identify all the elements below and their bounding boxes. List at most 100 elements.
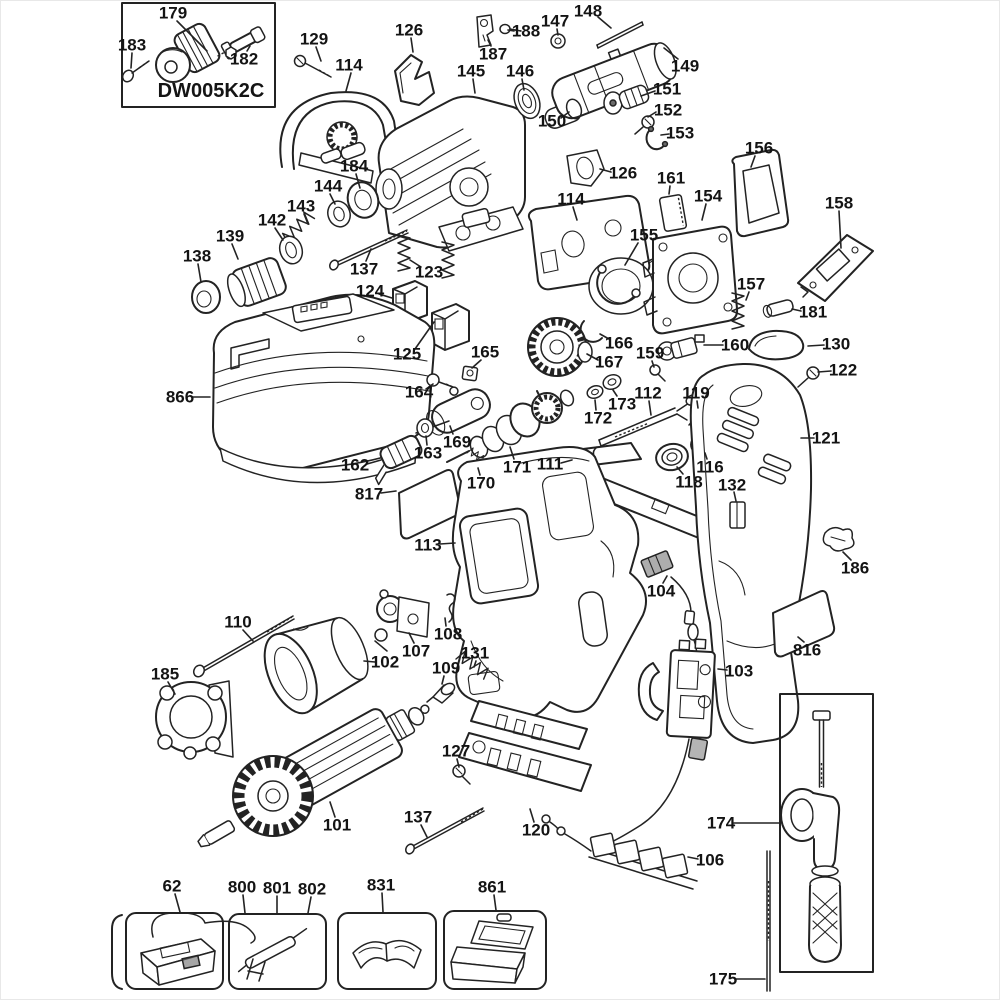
leader-line-127-72 [456,758,460,768]
leader-line-861-84 [493,894,497,911]
part-label-101-71: 101 [323,816,351,835]
model-code-label: DW005K2C [158,80,265,102]
leader-line-139-27 [231,243,239,260]
spring-123a-drawing [397,234,411,272]
field-102-drawing [263,616,369,715]
part-label-126-18: 126 [609,164,637,183]
part-label-112-47: 112 [634,384,661,403]
part-label-132-58: 132 [718,476,746,495]
connector-104-drawing [640,550,699,662]
leader-line-151-14 [640,90,656,97]
leader-line-170-55 [477,467,481,476]
part-label-103-75: 103 [725,662,753,681]
part-label-102-67: 102 [371,653,399,672]
leader-line-123-30 [409,259,422,268]
part-label-169-49: 169 [443,433,471,452]
leader-line-62-79 [174,893,181,913]
leader-line-149-12 [663,47,679,60]
leader-line-110-64 [242,629,254,642]
part-label-148-9: 148 [574,2,602,21]
leader-line-159-43 [651,360,655,368]
leader-line-150-13 [560,111,570,119]
leader-line-124-34 [378,293,393,299]
part-label-118-56: 118 [675,473,702,492]
side-handle-body-drawing [780,788,841,877]
part-label-174-77: 174 [707,814,736,833]
part-label-114-22: 114 [557,190,585,209]
leader-line-148-9 [597,16,612,29]
leader-line-165-40 [471,359,482,369]
part-label-181-33: 181 [799,303,827,322]
leader-line-169-49 [449,425,454,435]
leader-line-152-15 [647,111,657,118]
rod-110-drawing [192,615,295,678]
part-label-153-16: 153 [666,124,694,143]
part-label-151-14: 151 [653,80,681,99]
part-label-147-8: 147 [541,12,569,31]
leader-line-162-51 [366,459,382,465]
leader-line-173-45 [612,389,618,397]
bracket-187-drawing [476,14,494,48]
ring-147-drawing [550,33,566,49]
leader-line-101-71 [329,801,336,818]
screw-159-drawing [649,364,666,382]
pad-161-drawing [658,194,688,232]
endplate-185-drawing [155,680,234,760]
part-label-164-44: 164 [405,383,434,402]
charger-box [125,911,256,990]
leader-line-143-25 [303,213,309,225]
leader-line-183-1 [130,52,133,69]
part-label-130-37: 130 [822,335,850,354]
part-label-129-3: 129 [300,30,328,49]
bracket-107-drawing [374,589,430,652]
armature-101-drawing [197,704,430,848]
part-label-167-42: 167 [595,353,623,372]
chuck-screw-drawing [121,60,150,83]
leader-line-163-50 [425,435,428,446]
housing-left-drawing [451,446,647,720]
part-label-124-34: 124 [356,282,385,301]
leader-line-816-63 [797,636,805,643]
part-label-122-38: 122 [829,361,857,380]
motor-160-drawing [657,334,705,361]
leader-line-113-60 [439,542,456,545]
leader-line-158-21 [838,210,842,249]
part-label-183-1: 183 [118,36,146,55]
leader-line-118-56 [676,466,684,475]
cap-151-drawing [603,84,650,115]
leader-line-130-37 [807,344,825,347]
part-label-171-52: 171 [503,458,531,477]
leader-line-155-31 [624,242,639,266]
rod-137-lower-drawing [405,807,485,855]
screw-129-drawing [293,54,332,78]
leader-line-107-65 [408,632,415,644]
leader-line-102-67 [363,660,376,663]
leader-line-147-8 [556,28,559,36]
part-label-142-26: 142 [258,211,286,230]
part-label-861-84: 861 [478,878,506,897]
pad-817-drawing [398,469,462,540]
leader-line-119-48 [696,400,699,409]
clip-186-drawing [822,526,855,552]
brush-box-125-drawing [431,303,470,351]
part-label-173-45: 173 [608,395,636,414]
part-label-139-27: 139 [216,227,244,246]
part-label-866-39: 866 [166,388,194,407]
leader-line-114-22 [572,206,578,221]
leader-line-154-20 [701,203,707,221]
part-label-106-76: 106 [696,851,724,870]
side-handle-grip-drawing [808,876,842,963]
part-label-186-62: 186 [841,559,869,578]
part-label-155-31: 155 [630,226,658,245]
part-label-159-43: 159 [636,344,664,363]
leader-line-166-41 [599,333,610,340]
part-label-160-36: 160 [721,336,749,355]
kit-box [443,910,547,990]
leader-line-167-42 [586,353,599,361]
leader-line-132-58 [733,491,737,502]
part-label-114-4: 114 [335,56,363,75]
keyless-chuck-drawing [155,22,221,83]
part-label-150-13: 150 [538,112,566,131]
